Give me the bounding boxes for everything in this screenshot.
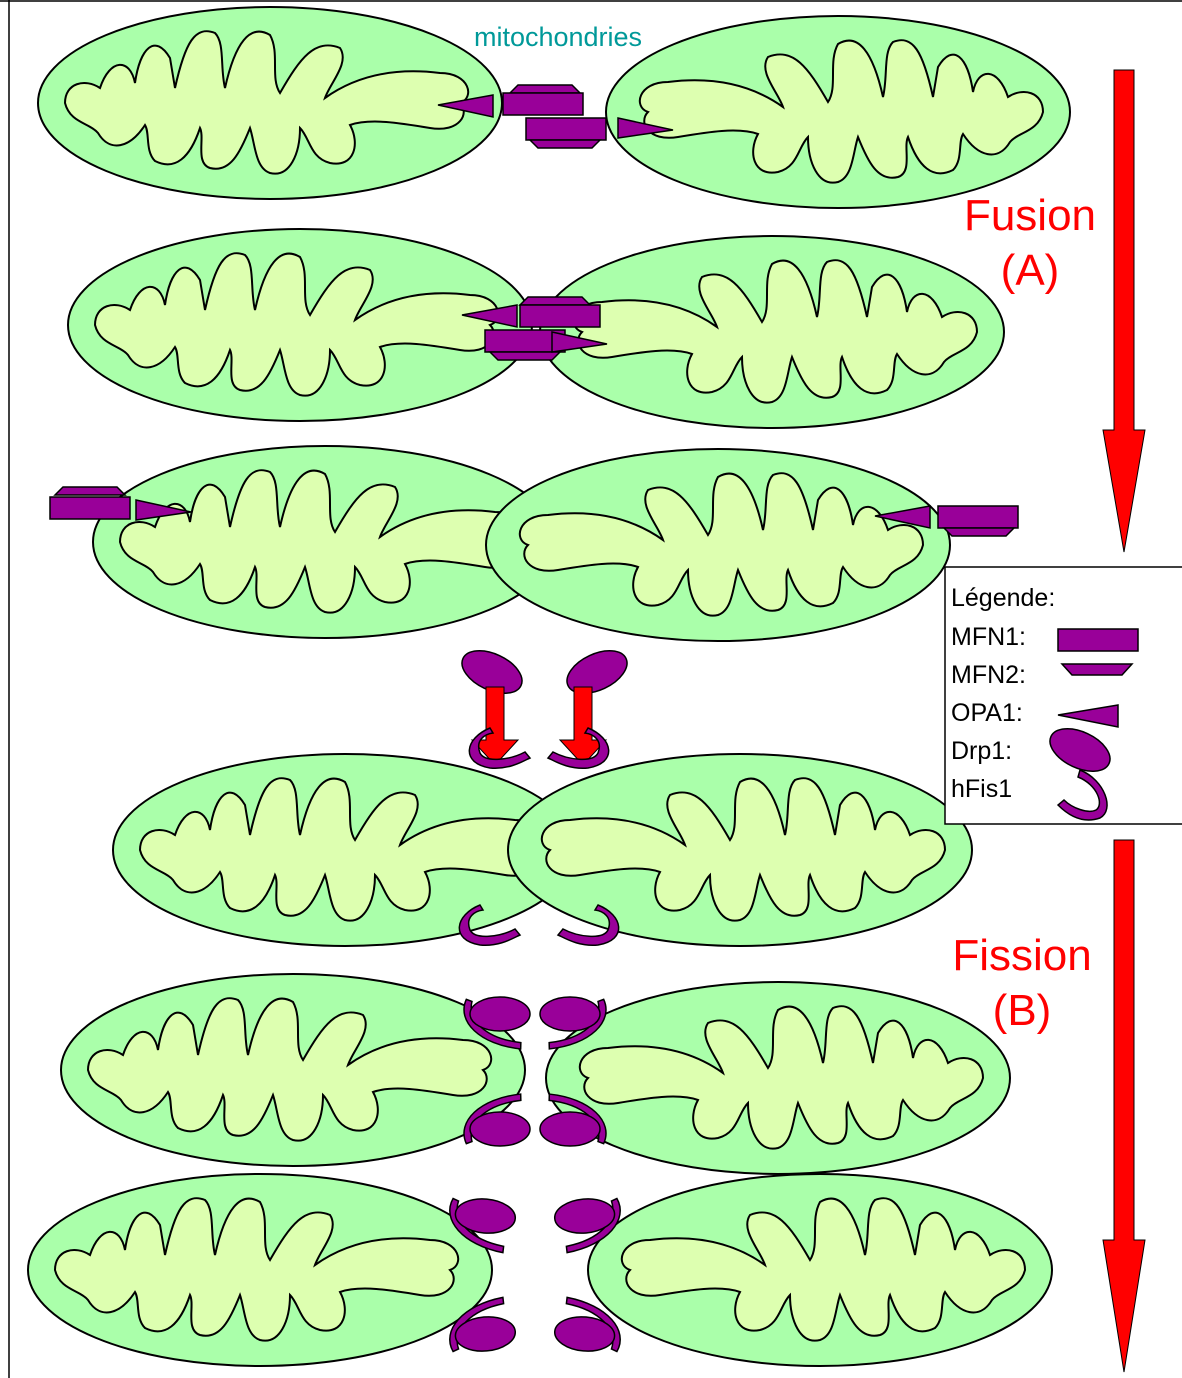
legend-mfn2-icon (1062, 664, 1132, 675)
fission-title: Fission (952, 931, 1091, 980)
row-2-docking (68, 229, 1004, 428)
legend-label-mfn2: MFN2: (951, 661, 1026, 689)
legend-title: Légende: (951, 584, 1055, 612)
fusion-title: Fusion (964, 191, 1096, 240)
fusion-arrow (1103, 70, 1145, 552)
legend-label-hfis1: hFis1 (951, 775, 1012, 803)
mitochondria-label: mitochondries (474, 22, 642, 52)
row-3-fused (50, 446, 1018, 641)
legend-label-mfn1: MFN1: (951, 623, 1026, 651)
row-6-separated (28, 1174, 1052, 1373)
legend-mfn1-icon (1058, 629, 1138, 651)
fission-arrow (1103, 840, 1145, 1372)
row-4-hfis1 (113, 754, 972, 946)
row-5-constriction (61, 974, 1010, 1174)
legend: Légende: MFN1: MFN2: OPA1: Drp1: hFis1 (945, 567, 1182, 824)
drp1-recruitment (455, 642, 633, 768)
fission-tag: (B) (993, 986, 1052, 1035)
legend-label-opa1: OPA1: (951, 699, 1023, 727)
fusion-tag: (A) (1001, 246, 1060, 295)
legend-label-drp1: Drp1: (951, 737, 1012, 765)
